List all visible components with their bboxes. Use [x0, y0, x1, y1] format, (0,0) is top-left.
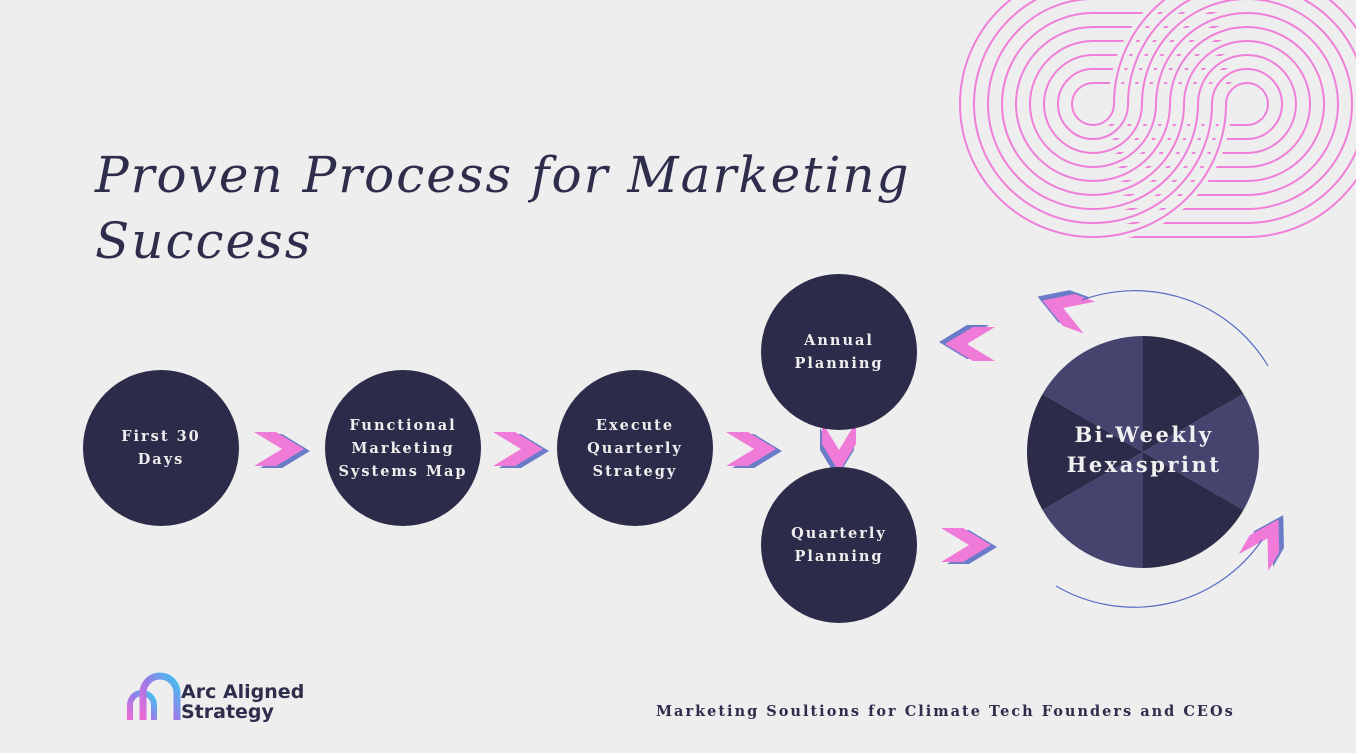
tagline: Marketing Soultions for Climate Tech Fou… [656, 703, 1235, 720]
step-first-30-days[interactable]: First 30 Days [83, 370, 239, 526]
pattern-line [1057, 68, 1247, 140]
pattern-line [1113, 0, 1356, 238]
step-label: Annual Planning [794, 332, 884, 372]
step-functional-marketing-systems-map[interactable]: Functional Marketing Systems Map [325, 370, 481, 526]
chevron-right-icon [726, 432, 782, 468]
chevron-right-icon [254, 432, 310, 468]
hexasprint-sector [1143, 452, 1244, 568]
step-label: First 30 Days [121, 428, 201, 468]
step-label: Quarterly Planning [791, 525, 887, 565]
pattern-line [1001, 12, 1247, 196]
arrows-layer [254, 290, 1284, 572]
pattern-line [959, 0, 1227, 238]
pattern-line [987, 0, 1247, 210]
step-label: Execute Quarterly Strategy [587, 416, 683, 480]
pattern-line [1169, 26, 1325, 182]
hexasprint-label: Bi-Weekly Hexasprint [1066, 422, 1222, 477]
pattern-line [1197, 54, 1297, 154]
hexasprint-wheel[interactable] [1027, 336, 1259, 568]
chevron-left-icon [939, 325, 995, 361]
hexasprint-sector [1042, 452, 1143, 568]
cycle-arc-top [1081, 290, 1269, 367]
chevron-right-icon [493, 432, 549, 468]
pattern-line [1155, 12, 1339, 196]
pattern-line [1015, 26, 1247, 182]
infinity-pattern [954, 0, 1356, 243]
hexasprint-sector [1143, 336, 1244, 452]
chevron-up-icon [1238, 515, 1284, 572]
pattern-line [1211, 68, 1283, 140]
pattern-line [1141, 0, 1353, 210]
logo-text: Arc Aligned Strategy [181, 682, 304, 722]
logo-line1: Arc Aligned [181, 681, 305, 703]
cycle-arc-bottom [1055, 539, 1263, 608]
step-quarterly-planning[interactable]: Quarterly Planning [761, 467, 917, 623]
step-label: Functional Marketing Systems Map [338, 416, 468, 480]
logo-line2: Strategy [181, 701, 274, 723]
hexasprint-sector [1042, 336, 1143, 452]
hexasprint-sector [1027, 394, 1143, 510]
pattern-line [1029, 40, 1247, 168]
pattern-line [1071, 82, 1247, 126]
step-execute-quarterly-strategy[interactable]: Execute Quarterly Strategy [557, 370, 713, 526]
pattern-line [1183, 40, 1311, 168]
pattern-line [1043, 54, 1247, 154]
pattern-line [1127, 0, 1356, 224]
chevron-left-icon [1037, 290, 1096, 334]
page-title: Proven Process for Marketing Success [95, 146, 911, 270]
pattern-line [973, 0, 1213, 224]
hexasprint-sector [1143, 394, 1259, 510]
pattern-line [1225, 82, 1269, 126]
logo-mark [127, 672, 181, 720]
chevron-right-icon [941, 528, 997, 564]
step-annual-planning[interactable]: Annual Planning [761, 274, 917, 430]
